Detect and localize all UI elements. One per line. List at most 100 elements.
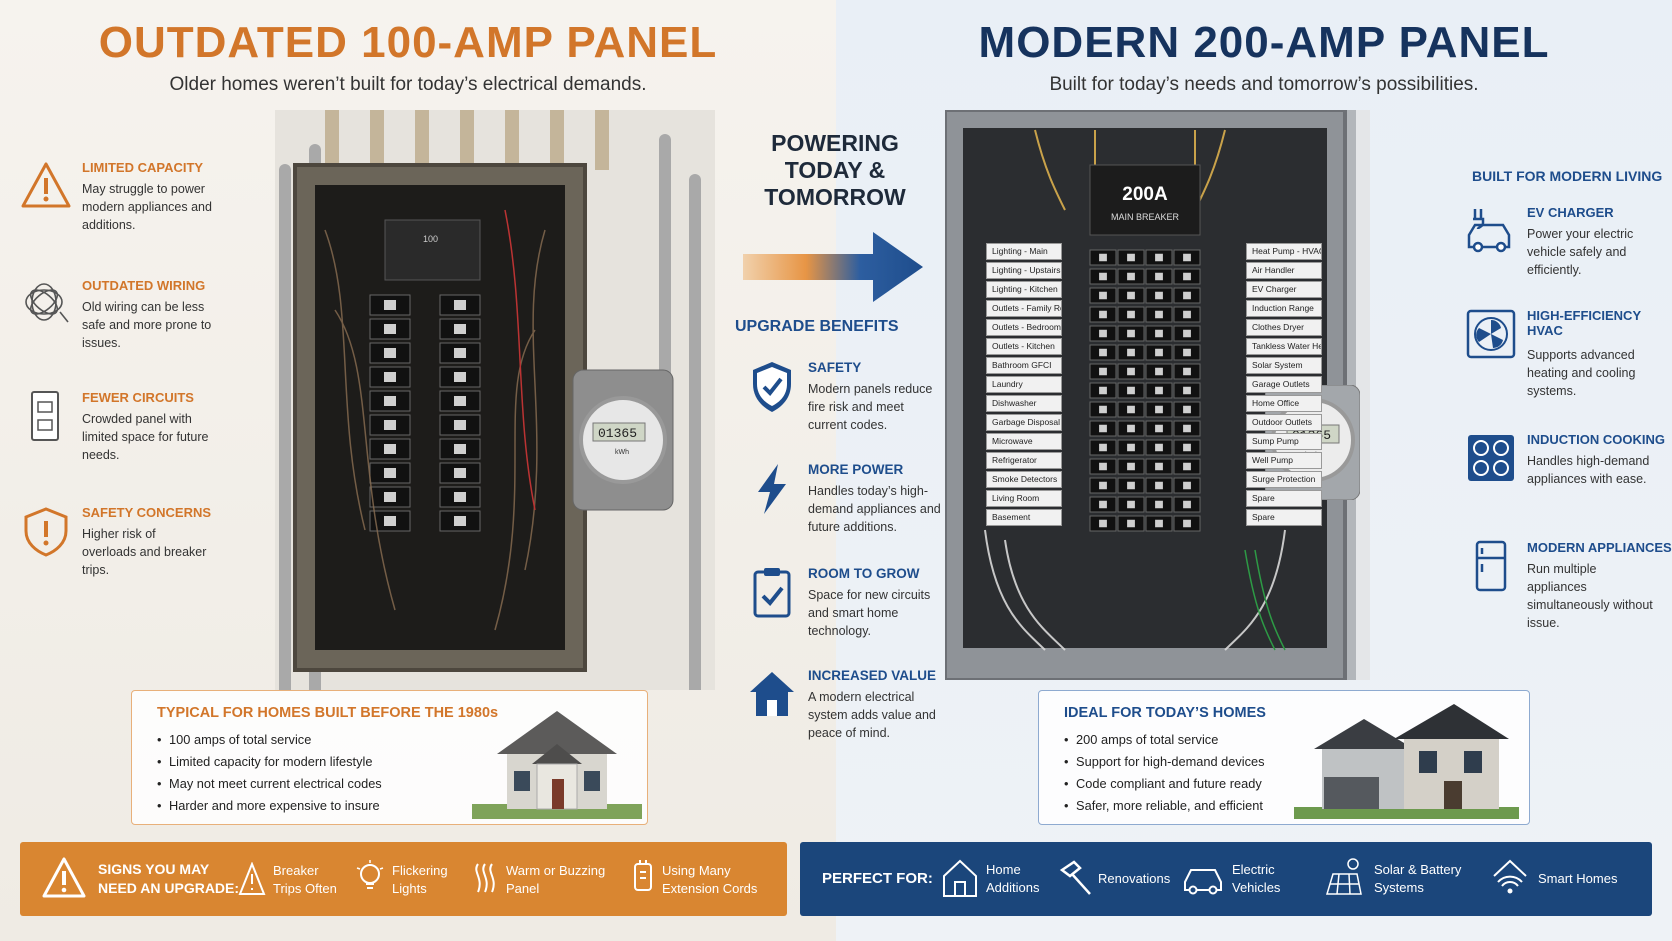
old-main-breaker-label: 100 [423, 234, 438, 244]
benefit-text: Modern panels reduce fire risk and meet … [808, 382, 933, 432]
benefit-room-to-grow: ROOM TO GROW Space for new circuits and … [750, 566, 950, 641]
center-heading-line: TOMORROW [764, 184, 906, 210]
left-title: OUTDATED 100-AMP PANEL [98, 18, 718, 67]
circuit-label: Lighting - Kitchen [986, 281, 1062, 298]
car-icon [1184, 869, 1222, 895]
circuit-label: Laundry [986, 376, 1062, 393]
box-list: 200 amps of total service Support for hi… [1064, 729, 1265, 817]
breaker-toggle [454, 372, 466, 382]
breaker-toggle [384, 492, 396, 502]
breaker-toggle [1127, 443, 1135, 452]
feature-text: Crowded panel with limited space for fut… [82, 412, 209, 462]
feature-text: Higher risk of overloads and breaker tri… [82, 527, 207, 577]
sign-line: Extension Cords [662, 881, 758, 896]
left-subtitle: Older homes weren’t built for today’s el… [169, 74, 647, 95]
sign-line: Breaker [273, 863, 319, 878]
feature-title: MODERN APPLIANCES [1527, 540, 1672, 555]
breaker-toggle [1183, 462, 1191, 471]
circuit-label: Lighting - Upstairs [986, 262, 1062, 279]
benefit-title: SAFETY [808, 360, 862, 375]
circuit-label: Outlets - Bedrooms [986, 319, 1062, 336]
feature-safety-concerns: SAFETY CONCERNS Higher risk of overloads… [20, 505, 220, 585]
breaker-toggle [384, 300, 396, 310]
shield-check-icon [753, 362, 791, 412]
breaker-toggle [1127, 386, 1135, 395]
breaker-toggle [384, 420, 396, 430]
ev-charger-icon [1467, 209, 1511, 253]
benefit-increased-value: INCREASED VALUE A modern electrical syst… [750, 668, 950, 743]
use-smart-homes: Smart Homes [1538, 871, 1618, 886]
breaker-toggle [384, 372, 396, 382]
feature-outdated-wiring: OUTDATED WIRING Old wiring can be less s… [20, 278, 220, 358]
breaker-toggle [1155, 310, 1163, 319]
circuit-label: Bathroom GFCI [986, 357, 1062, 374]
breaker-toggle [1183, 443, 1191, 452]
breaker-toggle [1155, 500, 1163, 509]
benefit-text: Handles today’s high-demand appliances a… [808, 484, 941, 534]
feature-text: Old wiring can be less safe and more pro… [82, 300, 212, 350]
feature-limited-capacity: LIMITED CAPACITY May struggle to power m… [20, 160, 220, 240]
warning-icon [42, 857, 86, 898]
breaker-toggle [1127, 481, 1135, 490]
feature-text: Run multiple appliances simultaneously w… [1527, 562, 1653, 630]
modern-house-image [1294, 704, 1519, 819]
circuit-label: Lighting - Main [986, 243, 1062, 260]
feature-text: Handles high-demand appliances with ease… [1527, 454, 1650, 486]
benefit-title: INCREASED VALUE [808, 668, 937, 683]
band-heading-line: SIGNS YOU MAY [98, 861, 210, 877]
box-title: TYPICAL FOR HOMES BUILT BEFORE THE 1980s [157, 705, 499, 721]
band-heading: PERFECT FOR: [822, 870, 933, 887]
breaker-toggle [1099, 424, 1107, 433]
old-meter-reading: 01365 [598, 426, 637, 441]
feature-ev-charger: EV CHARGER Power your electric vehicle s… [1465, 205, 1665, 285]
modern-living-title: BUILT FOR MODERN LIVING [1472, 168, 1663, 184]
circuit-label: Spare [1246, 490, 1322, 507]
list-item: Limited capacity for modern lifestyle [157, 751, 382, 773]
breaker-toggle [1155, 367, 1163, 376]
new-panel-illustration: 200A MAIN BREAKER [945, 110, 1370, 680]
circuit-label: Heat Pump - HVAC [1246, 243, 1322, 260]
feature-title: FEWER CIRCUITS [82, 390, 194, 405]
band-heading: SIGNS YOU MAY NEED AN UPGRADE: [98, 860, 239, 898]
smart-home-icon [1493, 859, 1527, 894]
circuit-label: EV Charger [1246, 281, 1322, 298]
circuit-label: Well Pump [1246, 452, 1322, 469]
main-breaker-caption: MAIN BREAKER [1111, 212, 1180, 222]
home-addition-icon [943, 859, 977, 897]
breaker-toggle [1099, 310, 1107, 319]
breaker-toggle [1183, 500, 1191, 509]
feature-title: LIMITED CAPACITY [82, 160, 204, 175]
old-meter-unit: kWh [615, 449, 629, 456]
hvac-fan-icon [1466, 309, 1516, 359]
use-line: Electric [1232, 862, 1275, 877]
flame-icon [475, 863, 495, 893]
breaker-toggle [454, 516, 466, 526]
breaker-toggle [1155, 519, 1163, 528]
box-list: 100 amps of total service Limited capaci… [157, 729, 382, 817]
benefit-text: Space for new circuits and smart home te… [808, 588, 931, 638]
breaker-toggle [1099, 272, 1107, 281]
use-line: Solar & Battery [1374, 862, 1462, 877]
old-panel-illustration: 100 01365 kWh [275, 110, 715, 690]
breaker-toggle [1127, 405, 1135, 414]
breaker-toggle [384, 444, 396, 454]
breaker-toggle [1099, 386, 1107, 395]
benefit-more-power: MORE POWER Handles today’s high-demand a… [750, 462, 950, 537]
circuit-label: Solar System [1246, 357, 1322, 374]
breaker-toggle [1183, 386, 1191, 395]
right-title: MODERN 200-AMP PANEL [978, 18, 1550, 67]
circuit-label: Induction Range [1246, 300, 1322, 317]
use-line: Vehicles [1232, 880, 1281, 895]
breaker-toggle [1099, 500, 1107, 509]
breaker-toggle [1127, 348, 1135, 357]
feature-text: Supports advanced heating and cooling sy… [1527, 348, 1636, 398]
cooktop-icon [1468, 435, 1514, 481]
list-item: Harder and more expensive to insure [157, 795, 382, 817]
todays-homes-box: IDEAL FOR TODAY’S HOMES 200 amps of tota… [1038, 690, 1530, 825]
refrigerator-icon [1475, 540, 1507, 592]
breaker-toggle [1155, 348, 1163, 357]
circuit-label: Garbage Disposal [986, 414, 1062, 431]
